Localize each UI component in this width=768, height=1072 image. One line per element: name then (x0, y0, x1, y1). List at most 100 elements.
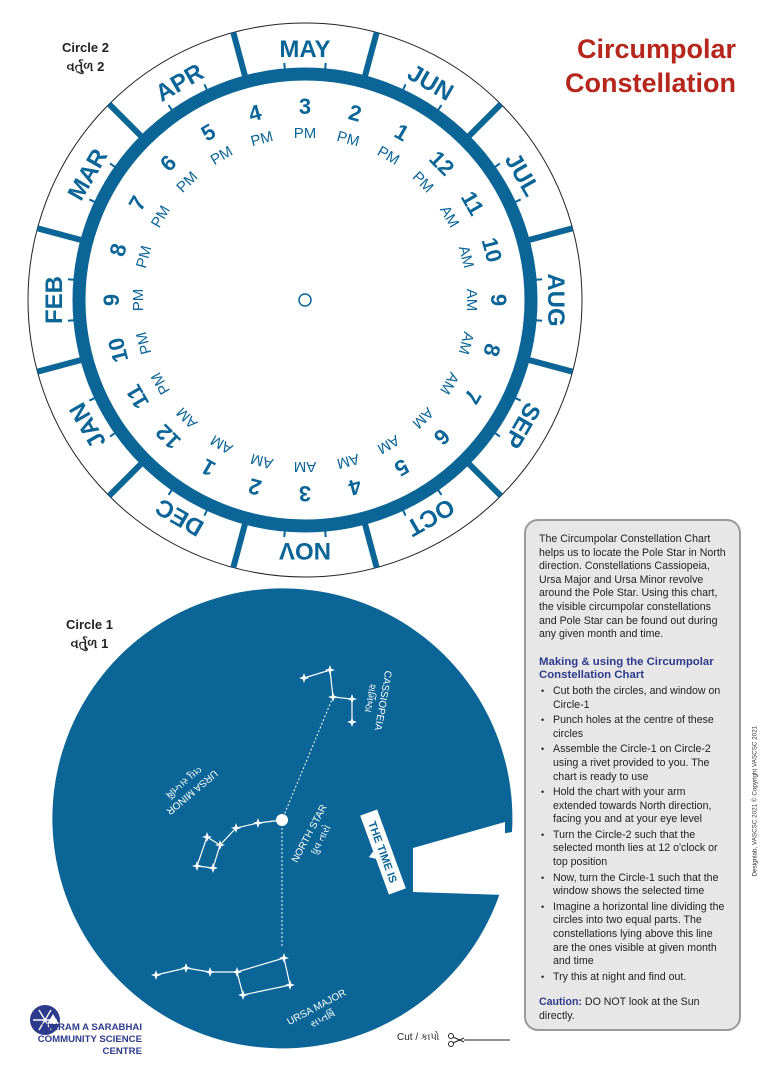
month-tick (109, 432, 116, 438)
month-separator (36, 225, 88, 245)
step-item: Try this at night and find out. (541, 971, 729, 985)
step-item: Assemble the Circle-1 on Circle-2 using … (541, 743, 729, 784)
month-tick (402, 509, 407, 517)
logo-line-2: COMMUNITY SCIENCE CENTRE (37, 1034, 142, 1057)
month-tick (536, 319, 543, 322)
month-tick (494, 162, 501, 168)
title-line-1: Circumpolar (576, 34, 736, 64)
month-tick (203, 509, 208, 517)
caution-label: Caution: (539, 996, 582, 1009)
page-title: Circumpolar Constellation (565, 32, 736, 100)
logo-line-1: VIKRAM A SARABHAI (41, 1022, 142, 1033)
month-tick (494, 432, 501, 438)
hour-ampm: AM (335, 450, 361, 472)
circle-2-label-gu: વર્તુળ 2 (66, 59, 105, 74)
star-icon (299, 673, 309, 683)
time-window-label-box (360, 809, 406, 895)
info-heading: Making & using the Circumpolar Constella… (539, 655, 714, 682)
hour-label: 3PM (294, 94, 317, 142)
month-separator (522, 225, 574, 245)
star-icon (232, 967, 242, 977)
cut-instruction: Cut / કાપો (397, 1032, 439, 1043)
hour-label: 3AM (294, 458, 317, 506)
star-icon (347, 717, 357, 727)
circle-1-disc[interactable]: CASSIOPEIA શર્મિષ્ઠા URSA MINOR લઘુ સપ્ત… (52, 588, 513, 1049)
hour-ampm: PM (133, 330, 155, 356)
month-label-feb: FEB (41, 276, 68, 324)
circle-2-label-en: Circle 2 (62, 40, 109, 55)
circle-1-label-gu: વર્તુળ 1 (70, 636, 109, 651)
month-separator (230, 517, 250, 569)
month-separator (462, 102, 503, 143)
month-tick (88, 397, 96, 402)
month-tick (514, 198, 522, 203)
cassiopeia-label-gu: શર્મિષ્ઠા (362, 683, 379, 714)
star-icon (253, 818, 263, 828)
step-item: Now, turn the Circle-1 such that the win… (541, 872, 729, 899)
star-icon (347, 694, 357, 704)
month-separator (107, 102, 148, 143)
month-tick (324, 62, 327, 69)
month-separator (230, 31, 250, 83)
month-tick (167, 489, 173, 496)
month-separator (360, 31, 380, 83)
star-icon (151, 970, 161, 980)
title-line-2: Constellation (564, 68, 736, 98)
month-tick (167, 104, 173, 111)
month-separator (360, 517, 380, 569)
month-tick (536, 278, 543, 281)
step-item: Imagine a horizontal line dividing the c… (541, 901, 729, 969)
hour-ampm: PM (294, 125, 317, 142)
caution-note: Caution: DO NOT look at the Sun directly… (539, 996, 729, 1023)
caution-text: DO NOT look at the Sun directly. (539, 996, 700, 1022)
month-separator (522, 355, 574, 375)
hour-number: 9 (486, 294, 511, 306)
month-tick (437, 104, 443, 111)
logo-text: VIKRAM A SARABHAI COMMUNITY SCIENCE CENT… (30, 1022, 142, 1058)
north-star-icon (276, 814, 288, 826)
hour-ampm: AM (463, 289, 480, 312)
info-panel: The Circumpolar Constellation Chart help… (524, 519, 741, 1031)
hour-ampm: PM (335, 128, 361, 150)
center-hole-icon (298, 293, 312, 307)
hour-ampm: AM (294, 458, 317, 475)
star-icon (192, 861, 202, 871)
month-tick (67, 278, 74, 281)
hour-ampm: AM (455, 330, 477, 356)
month-tick (109, 162, 116, 168)
month-tick (203, 83, 208, 91)
hour-label: 9 AM (463, 289, 511, 312)
circle-2-label: Circle 2 વર્તુળ 2 (62, 38, 109, 76)
month-tick (437, 489, 443, 496)
circle-2-ring (72, 67, 538, 533)
circle-1-label-en: Circle 1 (66, 617, 113, 632)
step-item: Hold the chart with your arm extended to… (541, 786, 729, 827)
cut-label: Cut / કાપો (397, 1032, 440, 1043)
month-label-nov: NOV (279, 537, 331, 564)
hour-ampm: AM (455, 244, 477, 270)
ursa-major-lines (155, 957, 291, 996)
hour-number: 3 (299, 94, 311, 119)
step-item: Turn the Circle-2 such that the selected… (541, 829, 729, 870)
step-item: Cut both the circles, and window on Circ… (541, 685, 729, 712)
info-intro: The Circumpolar Constellation Chart help… (539, 533, 726, 641)
month-separator (107, 457, 148, 498)
month-tick (402, 83, 407, 91)
hour-ampm: PM (249, 128, 275, 150)
month-tick (283, 62, 286, 69)
month-tick (283, 531, 286, 538)
hour-ampm: AM (249, 450, 275, 472)
hour-number: 9 (99, 294, 124, 306)
month-separator (36, 355, 88, 375)
vascsc-logo-icon (30, 1005, 60, 1035)
month-tick (67, 319, 74, 322)
steps-list: Cut both the circles, and window on Circ… (539, 685, 729, 984)
circle-1-label: Circle 1 વર્તુળ 1 (66, 615, 113, 653)
month-label-aug: AUG (542, 273, 569, 326)
month-tick (88, 198, 96, 203)
hour-ampm: PM (130, 289, 147, 312)
time-window (413, 822, 505, 895)
scissors-icon (448, 1033, 510, 1047)
